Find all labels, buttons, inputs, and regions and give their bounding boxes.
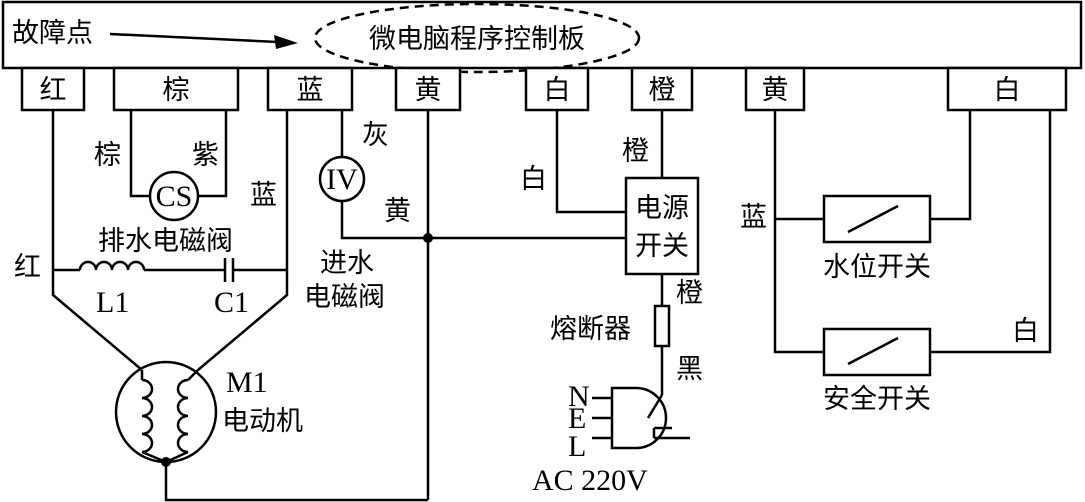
svg-text:黄: 黄 [762, 75, 789, 106]
fault-point-ellipse [313, 2, 641, 74]
label-grey: 灰 [362, 120, 389, 151]
terminal-yellow-2: 黄 [744, 66, 806, 112]
label-brown: 棕 [94, 140, 121, 171]
label-black: 黑 [676, 354, 703, 385]
wire-white-psu [555, 110, 626, 214]
label-yellow: 黄 [384, 196, 411, 227]
label-water-level-switch: 水位开关 [823, 252, 931, 283]
inductor-l1 [78, 260, 146, 271]
wire-iv-yellow [340, 201, 626, 240]
terminal-blue: 蓝 [266, 66, 354, 112]
label-blue-switch: 蓝 [740, 202, 767, 233]
svg-text:白: 白 [994, 75, 1021, 106]
label-c1: C1 [214, 286, 249, 319]
wire-blue [197, 110, 289, 371]
svg-text:橙: 橙 [649, 75, 676, 106]
iv-component: IV [318, 155, 366, 203]
fuse [653, 304, 671, 348]
label-l1: L1 [96, 286, 129, 319]
controller-title: 微电脑程序控制板 [369, 24, 585, 55]
svg-text:棕: 棕 [163, 75, 190, 106]
wire-yellow-switch [773, 110, 824, 354]
label-voltage: AC 220V [532, 464, 648, 497]
svg-text:开关: 开关 [635, 231, 689, 262]
label-safety-switch: 安全开关 [823, 384, 931, 415]
label-motor-name: 电动机 [222, 406, 303, 437]
cs-component: CS [148, 170, 200, 222]
motor-winding-left [141, 378, 154, 454]
label-purple: 紫 [192, 140, 219, 171]
label-inlet-valve-2: 电磁阀 [304, 282, 385, 313]
svg-text:蓝: 蓝 [297, 75, 324, 106]
label-drain-valve: 排水电磁阀 [98, 226, 233, 257]
fault-arrow-head [274, 35, 298, 49]
label-fuse: 熔断器 [550, 314, 631, 345]
motor-m1 [114, 360, 218, 464]
label-red: 红 [14, 252, 41, 283]
label-white-safety: 白 [1012, 316, 1039, 347]
wire-purple [198, 110, 228, 198]
junction-yellow [423, 233, 433, 243]
wire-motor-return [164, 462, 428, 502]
control-board [1, 0, 1083, 70]
fault-point-label: 故障点 [12, 18, 93, 49]
label-plug-e: E [568, 402, 586, 435]
junction-motor [161, 457, 171, 467]
terminal-red: 红 [20, 66, 86, 112]
wire-red [51, 110, 143, 371]
label-orange-psu: 橙 [622, 136, 649, 167]
svg-text:CS: CS [156, 180, 193, 213]
label-blue-cs: 蓝 [250, 180, 277, 211]
wire-white-level [930, 110, 972, 221]
terminal-yellow-1: 黄 [394, 66, 462, 112]
svg-text:电源: 电源 [635, 193, 689, 224]
fault-arrow-shaft [109, 32, 279, 44]
terminal-orange: 橙 [630, 66, 694, 112]
power-plug [592, 386, 690, 450]
label-plug-l: L [568, 430, 586, 463]
label-motor-id: M1 [226, 366, 268, 399]
wire-brown [129, 110, 150, 198]
svg-text:IV: IV [326, 163, 358, 196]
svg-text:白: 白 [544, 75, 571, 106]
terminal-white-2: 白 [946, 66, 1068, 112]
terminal-white-1: 白 [524, 66, 590, 112]
safety-switch [822, 327, 932, 377]
water-level-switch [822, 194, 932, 244]
motor-winding-right [176, 378, 189, 454]
label-inlet-valve-1: 进水 [320, 248, 374, 279]
label-plug-n: N [568, 380, 590, 413]
terminal-brown: 棕 [112, 66, 240, 112]
label-orange-fuse: 橙 [676, 278, 703, 309]
svg-text:红: 红 [40, 75, 67, 106]
label-white-psu: 白 [520, 164, 547, 195]
svg-text:黄: 黄 [415, 75, 442, 106]
wire-white-safety [930, 110, 1052, 354]
power-switch: 电源 开关 [624, 176, 700, 276]
